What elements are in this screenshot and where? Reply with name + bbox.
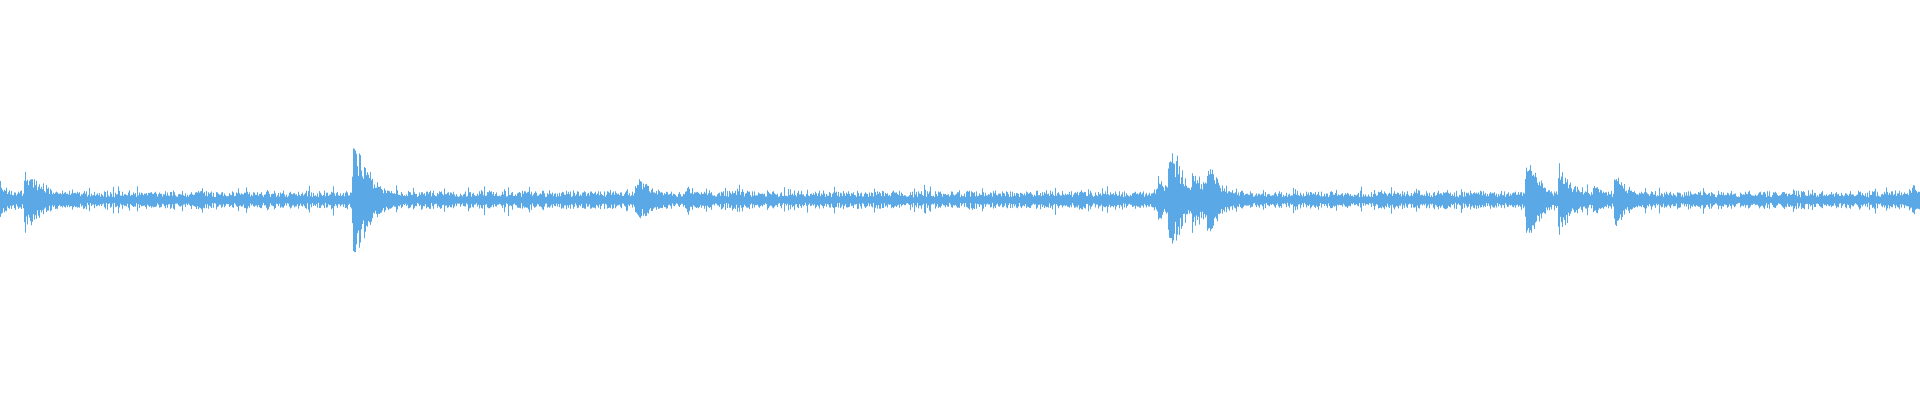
audio-waveform[interactable]	[0, 0, 1920, 400]
audio-waveform-panel[interactable]	[0, 0, 1920, 400]
